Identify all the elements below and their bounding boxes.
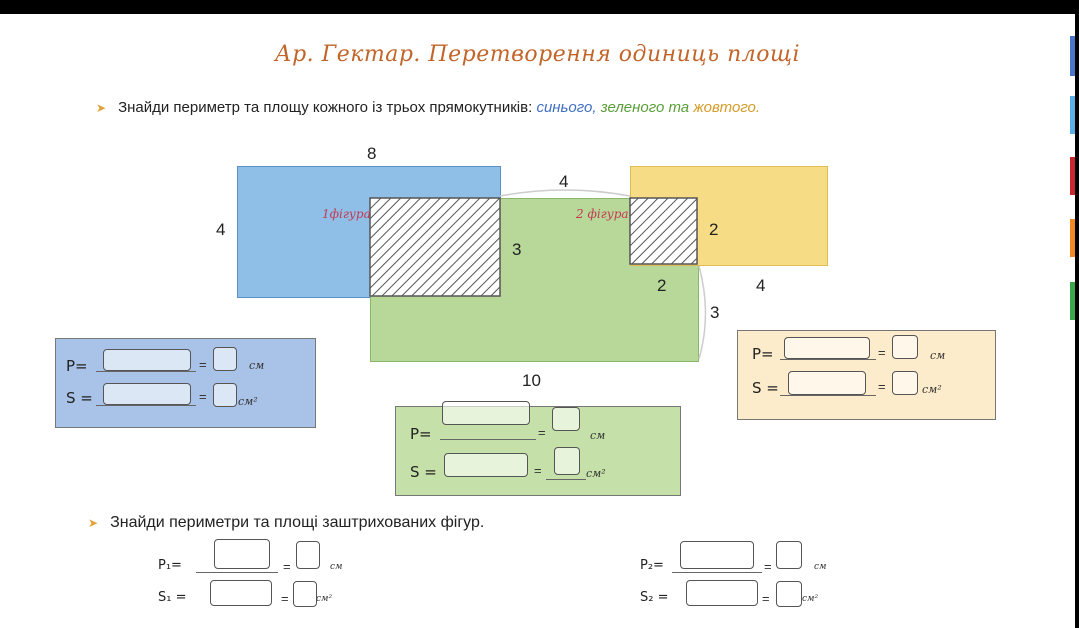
equals: = <box>764 559 772 574</box>
yellow-perimeter-result-input[interactable] <box>892 335 918 359</box>
label-right-3b: 3 <box>710 303 720 322</box>
task-1-green: зеленого та <box>600 99 690 116</box>
p1-label: P₁= <box>158 558 182 573</box>
arrow-bullet-icon: ➤ <box>96 101 107 115</box>
p-label: P= <box>752 345 774 363</box>
yellow-perimeter-expression-input[interactable] <box>784 337 870 359</box>
equals: = <box>199 389 207 404</box>
label-bottom-2: 2 <box>657 276 667 295</box>
unit-cm2: см² <box>316 594 333 604</box>
p-label: P= <box>410 425 432 443</box>
task-2: ➤ Знайди периметри та площі заштрихованих… <box>88 514 484 532</box>
unit-cm2: см² <box>922 383 942 396</box>
s-label: S = <box>752 379 779 397</box>
p2-expression-input[interactable] <box>680 541 754 569</box>
underline <box>780 395 876 396</box>
p2-label: P₂= <box>640 558 664 573</box>
arrow-bullet-icon: ➤ <box>88 516 99 530</box>
hatched-overlays <box>369 189 707 360</box>
label-right-3: 3 <box>512 240 522 259</box>
blue-answer-card: P= = см S = = см² <box>55 338 316 428</box>
p-label: P= <box>66 357 88 375</box>
p2-result-input[interactable] <box>776 541 802 569</box>
side-tab-orange[interactable] <box>1070 219 1075 257</box>
yellow-answer-card: P= = см S = = см² <box>737 330 996 420</box>
side-tab-red[interactable] <box>1070 157 1075 195</box>
side-tab-cyan[interactable] <box>1070 96 1075 134</box>
s-label: S = <box>410 463 437 481</box>
unit-cm2: см² <box>586 467 606 480</box>
task-1-blue: синього, <box>536 99 597 116</box>
task-1-yellow: жовтого. <box>693 99 761 116</box>
green-perimeter-expression-input[interactable] <box>442 401 530 425</box>
blue-perimeter-result-input[interactable] <box>213 347 237 371</box>
label-right-2: 2 <box>709 220 719 239</box>
equals: = <box>199 357 207 372</box>
figure-2-label: 2 фігура <box>576 207 629 221</box>
equals: = <box>762 591 770 606</box>
equals: = <box>878 345 886 360</box>
unit-cm: см <box>330 562 343 572</box>
s1-label: S₁ = <box>158 590 187 605</box>
green-area-expression-input[interactable] <box>444 453 528 477</box>
p1-expression-input[interactable] <box>214 539 270 569</box>
equals: = <box>878 379 886 394</box>
underline <box>546 479 586 480</box>
equals: = <box>534 463 542 478</box>
s2-label: S₂ = <box>640 590 669 605</box>
unit-cm: см <box>814 562 827 572</box>
unit-cm: см <box>590 429 606 442</box>
s2-expression-input[interactable] <box>686 580 758 606</box>
underline <box>96 405 196 406</box>
s1-expression-input[interactable] <box>210 580 272 606</box>
side-tab-blue[interactable] <box>1070 36 1075 76</box>
underline <box>672 572 762 573</box>
side-tab-green[interactable] <box>1070 282 1075 320</box>
underline <box>440 439 536 440</box>
yellow-area-expression-input[interactable] <box>788 371 866 395</box>
label-left-4: 4 <box>216 220 226 239</box>
green-area-result-input[interactable] <box>554 447 580 475</box>
equals: = <box>281 591 289 606</box>
figure-1-label: 1фігура <box>322 207 371 221</box>
underline <box>780 359 876 360</box>
underline <box>196 572 278 573</box>
unit-cm: см <box>249 359 265 372</box>
brace-top-4 <box>499 189 631 197</box>
s2-result-input[interactable] <box>776 581 802 607</box>
yellow-area-result-input[interactable] <box>892 371 918 395</box>
unit-cm: см <box>930 349 946 362</box>
equals: = <box>283 559 291 574</box>
label-bottom-10: 10 <box>522 371 541 390</box>
page-title: Ар. Гектар. Перетворення одиниць площі <box>274 42 801 67</box>
blue-area-expression-input[interactable] <box>103 383 191 405</box>
label-top-8: 8 <box>367 144 377 163</box>
p1-result-input[interactable] <box>296 541 320 569</box>
slide: Ар. Гектар. Перетворення одиниць площі ➤… <box>0 14 1075 628</box>
unit-cm2: см² <box>802 594 819 604</box>
s1-result-input[interactable] <box>293 581 317 607</box>
blue-perimeter-expression-input[interactable] <box>103 349 191 371</box>
task-1-text: Знайди периметр та площу кожного із трьо… <box>118 99 533 116</box>
brace-right-3 <box>698 265 707 360</box>
underline <box>96 371 196 372</box>
label-bottom-4: 4 <box>756 276 766 295</box>
blue-area-result-input[interactable] <box>213 383 237 407</box>
hatched-figure-2 <box>629 197 698 265</box>
s-label: S = <box>66 389 93 407</box>
equals: = <box>538 425 546 440</box>
green-answer-card: P= = см S = = см² <box>395 401 681 496</box>
green-perimeter-result-input[interactable] <box>552 407 580 431</box>
hatched-figure-1 <box>369 197 501 297</box>
label-top-4: 4 <box>559 172 569 191</box>
unit-cm2: см² <box>238 395 258 408</box>
task-1: ➤ Знайди периметр та площу кожного із трь… <box>96 99 760 116</box>
task-2-text: Знайди периметри та площі заштрихованих … <box>110 514 485 531</box>
